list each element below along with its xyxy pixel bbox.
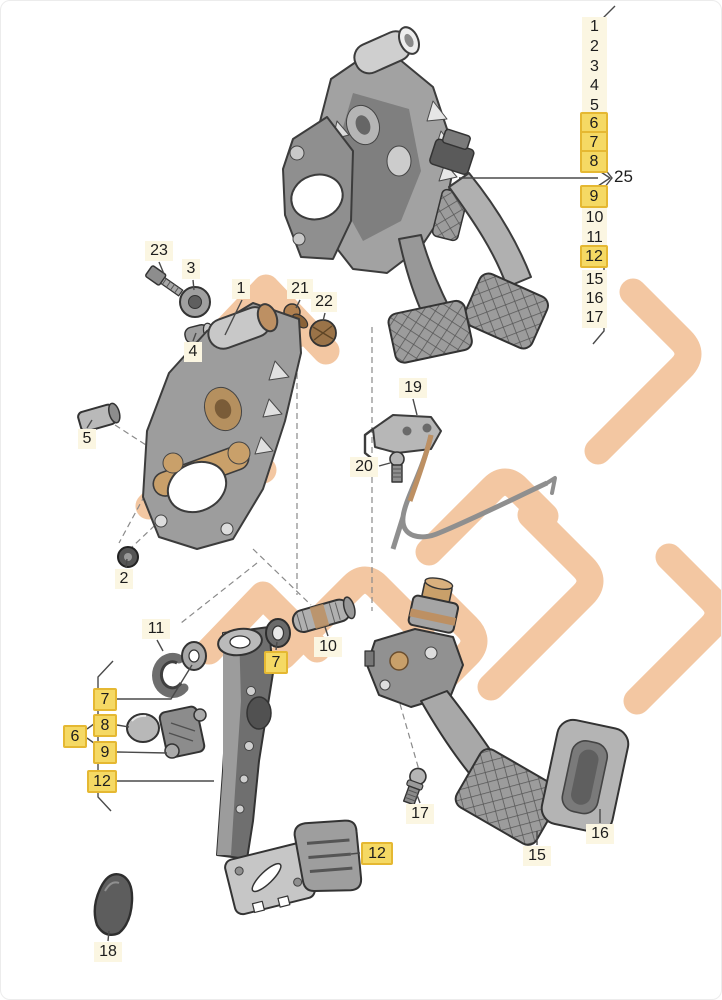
- mounting-bracket-drawing: [77, 265, 337, 568]
- accelerator-pedal-drawing: [364, 577, 630, 846]
- callout-20: 20: [350, 457, 378, 477]
- callout-22: 22: [311, 292, 337, 312]
- callout-7-group: 7: [93, 688, 117, 711]
- index-item-12: 12: [580, 245, 608, 268]
- index-item-3: 3: [582, 57, 607, 77]
- callout-15: 15: [523, 846, 551, 866]
- bushing-7-drawing: [265, 618, 291, 648]
- callout-17: 17: [406, 804, 434, 824]
- bushing-small-drawing: [181, 641, 207, 671]
- nut-22-drawing: [309, 319, 337, 347]
- callout-10: 10: [314, 637, 342, 657]
- callout-12-group: 12: [87, 770, 117, 793]
- cover-cap-18-drawing: [93, 873, 134, 936]
- pin-5-drawing: [77, 402, 121, 433]
- callout-1: 1: [232, 279, 250, 299]
- callout-5: 5: [78, 429, 96, 449]
- callout-16: 16: [586, 824, 614, 844]
- callout-2: 2: [115, 569, 133, 589]
- pivot-pin-10-drawing: [291, 596, 356, 634]
- index-item-16: 16: [582, 289, 607, 309]
- clip-11-drawing: [152, 652, 189, 698]
- index-item-11: 11: [582, 228, 607, 248]
- screw-17-drawing: [402, 767, 427, 806]
- callout-18: 18: [94, 942, 122, 962]
- index-item-1: 1: [582, 17, 607, 37]
- index-item-2: 2: [582, 37, 607, 57]
- clutch-pedal-drawing: [126, 596, 363, 916]
- callout-23: 23: [145, 241, 173, 261]
- retainer-rod-drawing: [363, 414, 557, 550]
- callout-7-pin: 7: [264, 651, 288, 674]
- index-item-10: 10: [582, 208, 607, 228]
- index-item-15: 15: [582, 270, 607, 290]
- pedal-bracket-assembly-drawing: [282, 26, 549, 364]
- bolt-23-drawing: [145, 265, 184, 297]
- clutch-foot-plate-drawing: [224, 842, 316, 916]
- assembly-ref-25: 25: [614, 167, 633, 186]
- index-item-5: 5: [582, 96, 607, 116]
- callout-21: 21: [287, 279, 313, 299]
- callout-6: 6: [63, 725, 87, 748]
- callout-12-pad: 12: [361, 842, 393, 865]
- callout-3: 3: [182, 259, 200, 279]
- callout-8: 8: [93, 714, 117, 737]
- callout-11: 11: [142, 619, 170, 639]
- index-item-4: 4: [582, 76, 607, 96]
- callout-9: 9: [93, 741, 117, 764]
- pedal-pad-16-drawing: [540, 718, 630, 834]
- screw-20-drawing: [389, 451, 405, 483]
- nut-2-drawing: [117, 546, 139, 568]
- callout-4: 4: [184, 342, 202, 362]
- index-item-17: 17: [582, 308, 607, 328]
- index-item-8: 8: [580, 150, 608, 173]
- callout-19: 19: [399, 378, 427, 398]
- index-item-9: 9: [580, 185, 608, 208]
- pedal-pad-12-drawing: [293, 819, 363, 892]
- dome-cap-8-drawing: [126, 713, 160, 743]
- sensor-9-drawing: [158, 705, 207, 759]
